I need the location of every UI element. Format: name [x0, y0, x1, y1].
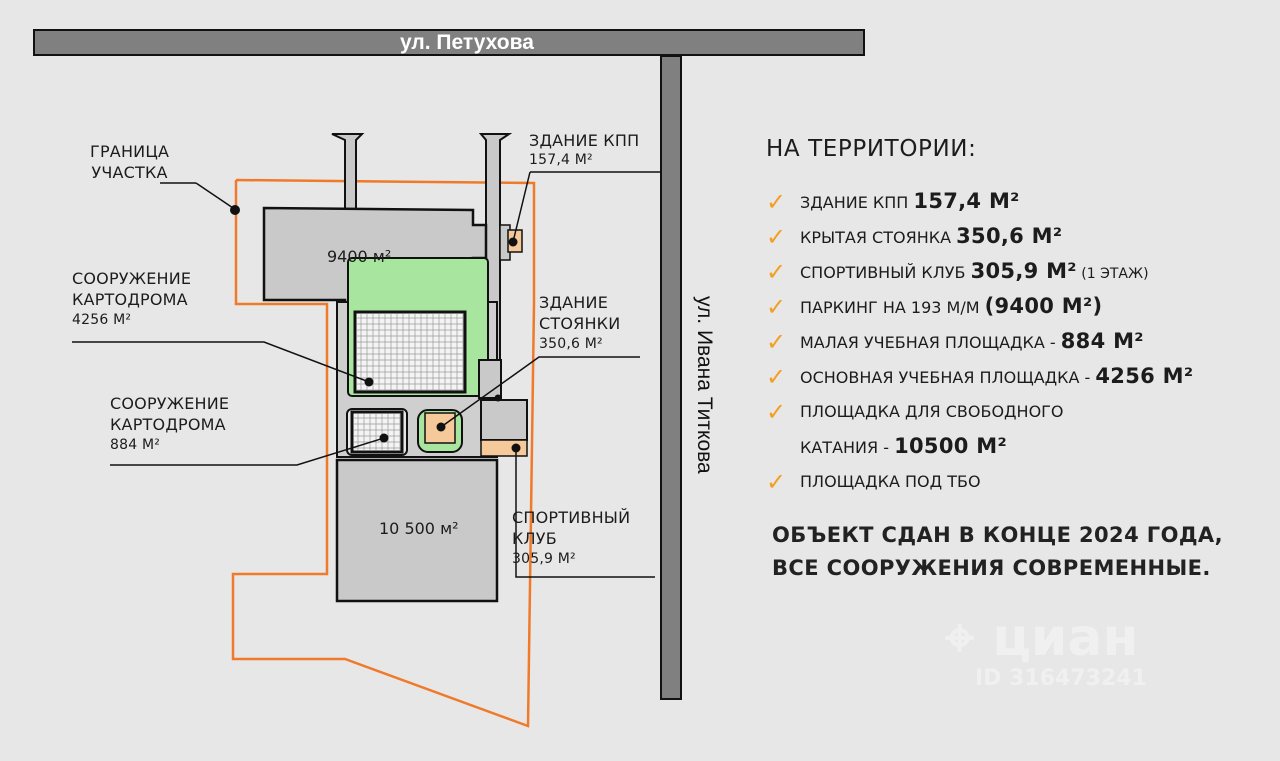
check-icon: ✓ — [766, 258, 787, 286]
boundary-leader — [195, 182, 237, 211]
label-kartodrom-main: СООРУЖЕНИЕ КАРТОДРОМА 4256 М² — [72, 268, 191, 331]
item-label: МАЛАЯ УЧЕБНАЯ ПЛОЩАДКА - — [800, 333, 1061, 352]
list-item: ✓ ПЛОЩАДКА ДЛЯ СВОБОДНОГО КАТАНИЯ - 10500 … — [766, 394, 1193, 464]
label-kartodrom-small-area: 884 М² — [110, 437, 161, 453]
check-icon: ✓ — [766, 223, 787, 251]
sport-club-gray — [480, 399, 528, 441]
label-kartodrom-main-title: СООРУЖЕНИЕ КАРТОДРОМА — [72, 269, 192, 309]
list-item: ✓ СПОРТИВНЫЙ КЛУБ 305,9 М² (1 ЭТАЖ) — [766, 254, 1193, 289]
item-value: 305,9 М² — [970, 259, 1077, 283]
label-boundary: ГРАНИЦА УЧАСТКА — [90, 142, 170, 182]
label-sport-club-title: СПОРТИВНЫЙ КЛУБ — [512, 508, 631, 548]
list-item: ✓ ПЛОЩАДКА ПОД ТБО — [766, 464, 1193, 499]
road-petukhova — [33, 29, 865, 56]
street-label-petukhova: ул. Петухова — [400, 31, 534, 54]
list-item: ✓ ОСНОВНАЯ УЧЕБНАЯ ПЛОЩАДКА - 4256 М² — [766, 359, 1193, 394]
parking-area-label: 9400 м² — [327, 247, 392, 266]
item-extra: (1 ЭТАЖ) — [1076, 266, 1149, 282]
item-value: (9400 М²) — [984, 294, 1103, 318]
leader-lines — [72, 171, 660, 578]
panel-title: НА ТЕРРИТОРИИ: — [766, 136, 977, 162]
list-item: ✓ ЗДАНИЕ КПП 157,4 М² — [766, 184, 1193, 219]
item-label: ЗДАНИЕ КПП — [800, 193, 914, 212]
item-label-2: КАТАНИЯ - — [800, 438, 895, 457]
watermark-brand: циан — [992, 608, 1139, 668]
street-label-titkova: ул. Ивана Титкова — [693, 296, 716, 474]
label-kpp-area: 157,4 М² — [529, 152, 593, 168]
free-ride-area-label: 10 500 м² — [379, 519, 459, 538]
label-stoyanka-area: 350,6 М² — [539, 336, 603, 352]
check-icon: ✓ — [766, 363, 787, 391]
item-value: 157,4 М² — [913, 189, 1020, 213]
item-label: ПЛОЩАДКА ДЛЯ СВОБОДНОГО — [800, 402, 1064, 421]
driveway-left — [331, 133, 365, 211]
item-value: 10500 М² — [894, 434, 1007, 458]
label-kartodrom-main-area: 4256 М² — [72, 312, 132, 328]
list-item: ✓ МАЛАЯ УЧЕБНАЯ ПЛОЩАДКА - 884 М² — [766, 324, 1193, 359]
watermark-id: ID 316473241 — [975, 666, 1147, 691]
item-label: КРЫТАЯ СТОЯНКА — [800, 228, 957, 247]
watermark: ⌖ циан ID 316473241 — [945, 610, 1147, 691]
check-icon: ✓ — [766, 188, 787, 216]
check-icon: ✓ — [766, 293, 787, 321]
label-kpp: ЗДАНИЕ КПП 157,4 М² — [529, 130, 639, 169]
label-sport-club: СПОРТИВНЫЙ КЛУБ 305,9 М² — [512, 507, 630, 570]
kartodrom-small-grid — [354, 414, 401, 450]
free-ride-area — [335, 458, 499, 603]
label-kartodrom-small: СООРУЖЕНИЕ КАРТОДРОМА 884 М² — [110, 393, 229, 456]
check-icon: ✓ — [766, 398, 787, 426]
label-stoyanka: ЗДАНИЕ СТОЯНКИ 350,6 М² — [539, 292, 620, 355]
item-value: 4256 М² — [1095, 364, 1194, 388]
label-kpp-title: ЗДАНИЕ КПП — [529, 131, 640, 150]
label-sport-club-area: 305,9 М² — [512, 551, 576, 567]
label-stoyanka-title: ЗДАНИЕ СТОЯНКИ — [539, 293, 621, 333]
list-item: ✓ ПАРКИНГ НА 193 М/М (9400 М²) — [766, 289, 1193, 324]
item-label: ПЛОЩАДКА ПОД ТБО — [800, 472, 981, 491]
watermark-logo: ⌖ циан — [945, 610, 1147, 666]
list-item: ✓ КРЫТАЯ СТОЯНКА 350,6 М² — [766, 219, 1193, 254]
item-value: 884 М² — [1060, 329, 1144, 353]
check-icon: ✓ — [766, 468, 787, 496]
label-kartodrom-small-title: СООРУЖЕНИЕ КАРТОДРОМА — [110, 394, 230, 434]
completion-note: ОБЪЕКТ СДАН В КОНЦЕ 2024 ГОДА, ВСЕ СООРУ… — [772, 519, 1223, 585]
boundary-marker — [230, 205, 240, 215]
item-label: ОСНОВНАЯ УЧЕБНАЯ ПЛОЩАДКА - — [800, 368, 1096, 387]
note-line-1: ОБЪЕКТ СДАН В КОНЦЕ 2024 ГОДА, — [772, 523, 1223, 547]
note-line-2: ВСЕ СООРУЖЕНИЯ СОВРЕМЕННЫЕ. — [772, 556, 1211, 580]
leader-markers — [364, 237, 521, 453]
map-pin-icon: ⌖ — [945, 608, 975, 668]
item-value: 350,6 М² — [956, 224, 1063, 248]
check-icon: ✓ — [766, 328, 787, 356]
facilities-list: ✓ ЗДАНИЕ КПП 157,4 М² ✓ КРЫТАЯ СТОЯНКА 350… — [766, 184, 1193, 499]
item-label: ПАРКИНГ НА 193 М/М — [800, 298, 985, 317]
plot-boundary — [231, 178, 536, 728]
road-titkova — [660, 55, 682, 700]
item-label: СПОРТИВНЫЙ КЛУБ — [800, 263, 971, 282]
kartodrom-main-grid — [357, 314, 464, 391]
